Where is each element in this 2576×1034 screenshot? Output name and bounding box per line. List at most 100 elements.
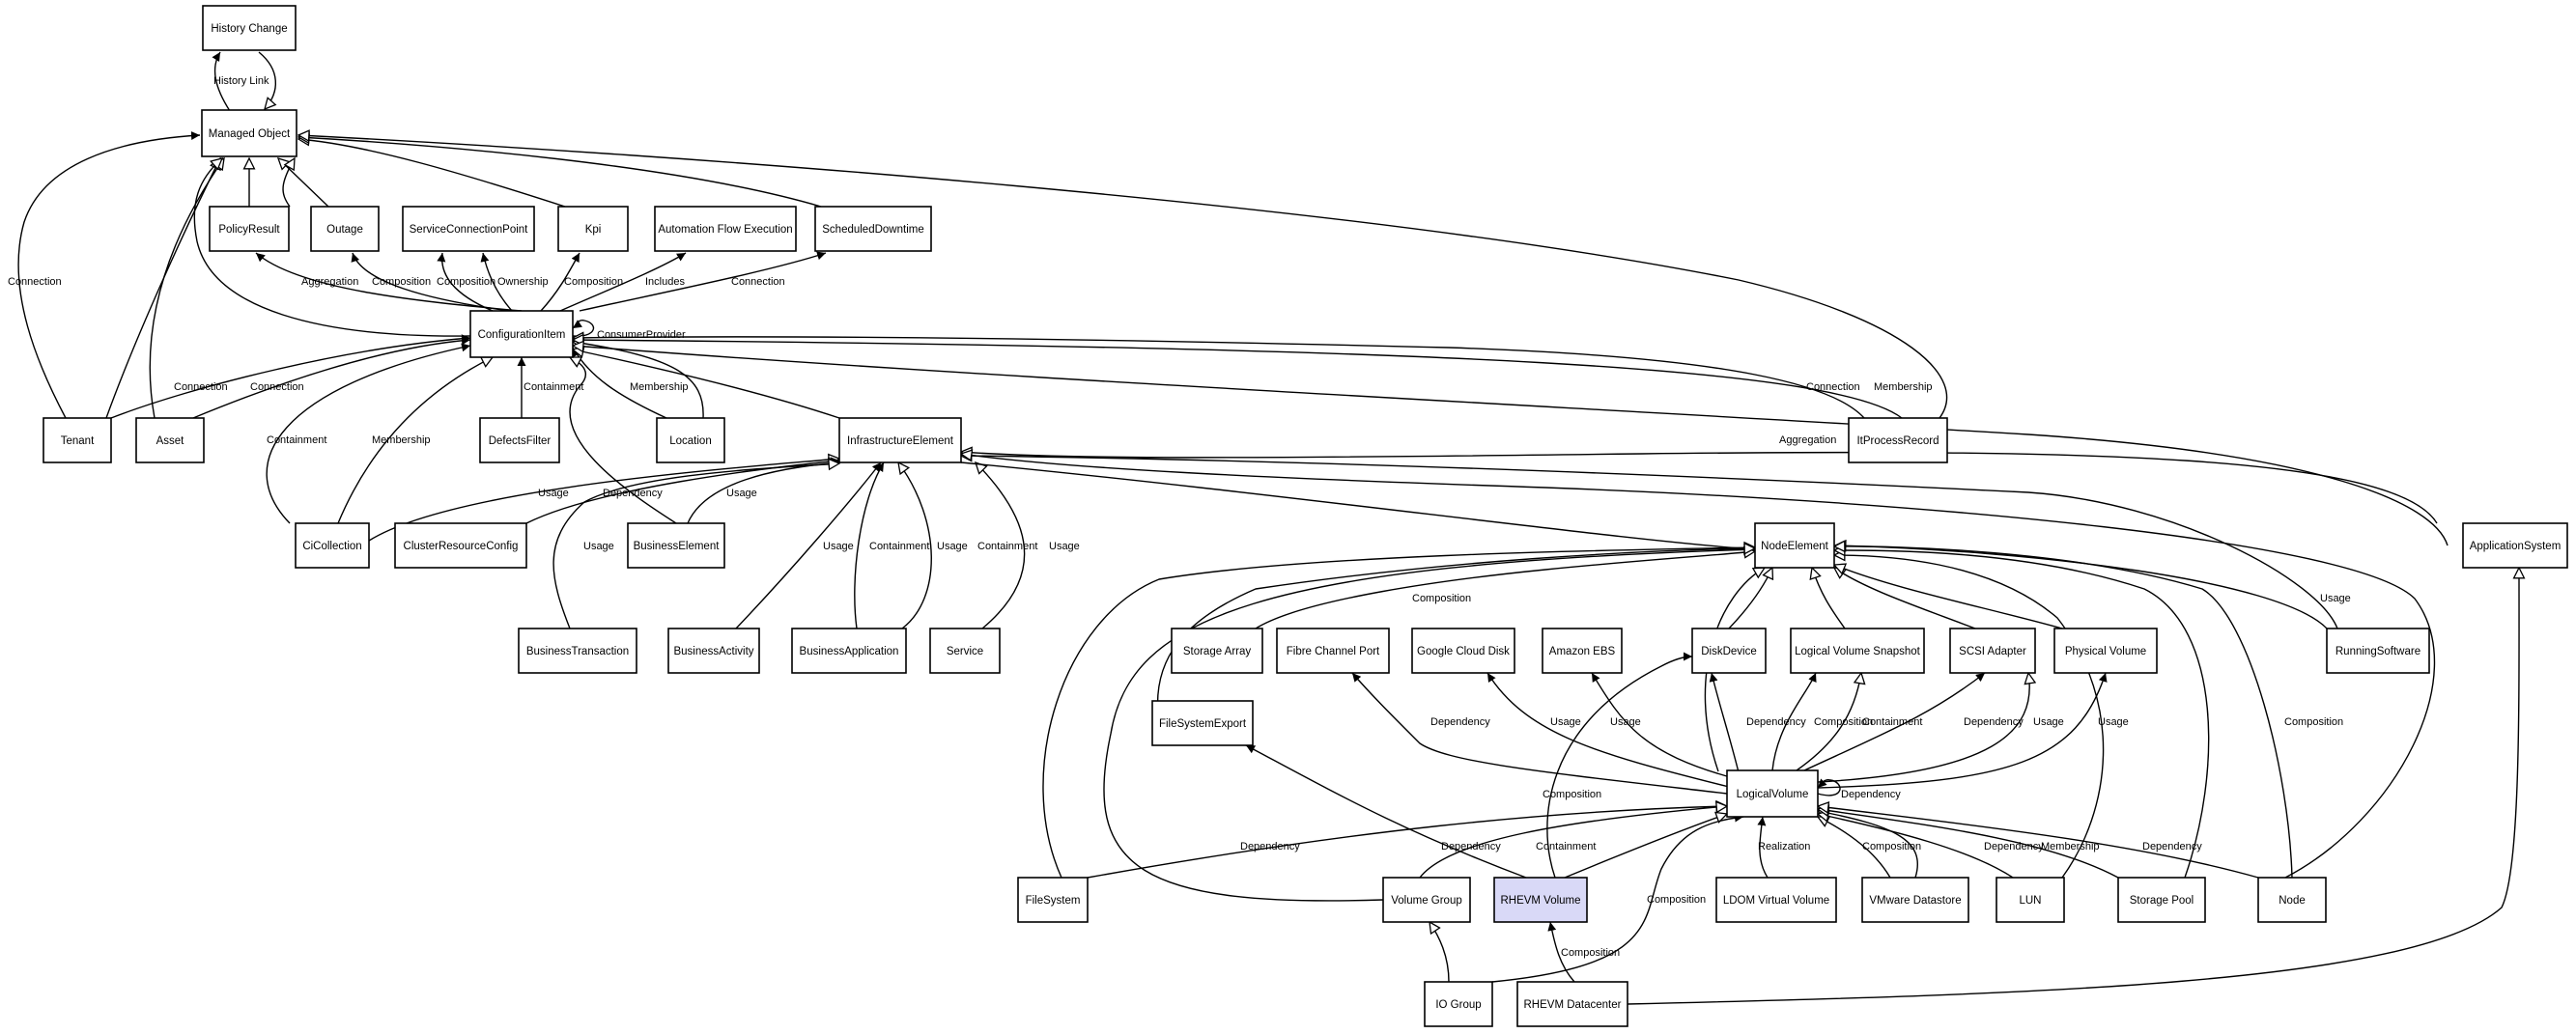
edge-label-usage: Usage xyxy=(937,541,968,552)
node-managed-object[interactable]: Managed Object xyxy=(201,109,297,157)
node-rhevm-datacenter[interactable]: RHEVM Datacenter xyxy=(1516,981,1628,1027)
association-edge xyxy=(1245,744,1527,879)
node-label: DefectsFilter xyxy=(489,435,552,447)
node-box xyxy=(479,417,560,463)
inheritance-edge xyxy=(552,463,839,629)
edge-label-dependency: Dependency xyxy=(1240,841,1300,852)
node-fibre-channel-port[interactable]: Fibre Channel Port xyxy=(1276,628,1390,674)
node-business-application[interactable]: BusinessApplication xyxy=(791,628,907,674)
node-application-system[interactable]: ApplicationSystem xyxy=(2462,522,2568,569)
association-edge xyxy=(351,252,510,312)
node-box xyxy=(667,628,760,674)
node-label: BusinessActivity xyxy=(673,646,753,657)
node-scsi-adapter[interactable]: SCSI Adapter xyxy=(1949,628,2036,674)
inheritance-edge xyxy=(337,357,493,524)
node-vmware-datastore[interactable]: VMware Datastore xyxy=(1861,877,1969,923)
association-edge xyxy=(1486,672,1730,788)
node-storage-array[interactable]: Storage Array xyxy=(1171,628,1263,674)
inheritance-edge xyxy=(258,51,275,109)
edge-label-dependency: Dependency xyxy=(1984,841,2044,852)
edge-label-containment: Containment xyxy=(977,541,1037,552)
node-box xyxy=(1949,628,2036,674)
association-edge xyxy=(17,131,201,419)
node-history-change[interactable]: History Change xyxy=(202,5,297,51)
inheritance-edge xyxy=(1419,806,1727,879)
node-node[interactable]: Node xyxy=(2257,877,2327,923)
node-physical-volume[interactable]: Physical Volume xyxy=(2053,628,2158,674)
node-box xyxy=(1754,522,1835,569)
node-automation-flow-execution[interactable]: Automation Flow Execution xyxy=(654,206,797,252)
inheritance-edge xyxy=(193,158,471,337)
node-business-activity[interactable]: BusinessActivity xyxy=(667,628,760,674)
inheritance-edge xyxy=(1627,568,2519,1005)
node-tenant[interactable]: Tenant xyxy=(42,417,112,463)
node-service[interactable]: Service xyxy=(929,628,1001,674)
node-infrastructure-element[interactable]: InfrastructureElement xyxy=(838,417,962,463)
node-configuration-item[interactable]: ConfigurationItem xyxy=(469,310,574,358)
edge-label-composition: Composition xyxy=(1814,716,1873,728)
node-business-element[interactable]: BusinessElement xyxy=(627,522,725,569)
node-lun[interactable]: LUN xyxy=(1996,877,2065,923)
node-ci-collection[interactable]: CiCollection xyxy=(295,522,370,569)
edge-label-composition: Composition xyxy=(1561,947,1620,959)
node-disk-device[interactable]: DiskDevice xyxy=(1691,628,1767,674)
edge-label-composition: Composition xyxy=(372,276,431,288)
node-label: Storage Array xyxy=(1183,646,1252,657)
node-label: Node xyxy=(2279,895,2306,907)
node-label: InfrastructureElement xyxy=(847,435,954,447)
node-label: Tenant xyxy=(61,435,95,447)
node-volume-group[interactable]: Volume Group xyxy=(1382,877,1471,923)
node-rhevm-volume[interactable]: RHEVM Volume xyxy=(1493,877,1588,923)
node-file-system[interactable]: FileSystem xyxy=(1017,877,1089,923)
node-service-connection-point[interactable]: ServiceConnectionPoint xyxy=(402,206,535,252)
node-outage[interactable]: Outage xyxy=(310,206,380,252)
inheritance-edge xyxy=(573,346,2449,546)
node-defects-filter[interactable]: DefectsFilter xyxy=(479,417,560,463)
node-running-software[interactable]: RunningSoftware xyxy=(2326,628,2430,674)
node-box xyxy=(1276,628,1390,674)
node-file-system-export[interactable]: FileSystemExport xyxy=(1151,700,1254,746)
node-amazon-ebs[interactable]: Amazon EBS xyxy=(1542,628,1623,674)
inheritance-edge xyxy=(1818,809,2119,879)
node-ldom-virtual-volume[interactable]: LDOM Virtual Volume xyxy=(1715,877,1837,923)
node-box xyxy=(2326,628,2430,674)
node-io-group[interactable]: IO Group xyxy=(1424,981,1493,1027)
association-edge xyxy=(266,343,471,524)
node-scheduled-downtime[interactable]: ScheduledDowntime xyxy=(814,206,932,252)
node-label: Amazon EBS xyxy=(1549,646,1616,657)
edge-label-membership: Membership xyxy=(372,434,431,446)
inheritance-edge xyxy=(1818,811,1918,879)
edge-label-composition: Composition xyxy=(1647,894,1706,906)
inheritance-edge xyxy=(368,459,839,542)
association-edge xyxy=(1351,672,1728,795)
node-box xyxy=(557,206,629,252)
node-it-process-record[interactable]: ItProcessRecord xyxy=(1848,417,1948,463)
inheritance-edge xyxy=(298,135,1948,419)
node-box xyxy=(2053,628,2158,674)
node-box xyxy=(1382,877,1471,923)
association-edge xyxy=(1591,672,1735,779)
node-node-element[interactable]: NodeElement xyxy=(1754,522,1835,569)
edge-label-composition: Composition xyxy=(1412,593,1471,604)
edge-label-aggregation: Aggregation xyxy=(301,276,358,288)
edge-label-usage: Usage xyxy=(726,488,757,499)
association-edge xyxy=(1817,778,1841,796)
node-cluster-resource-config[interactable]: ClusterResourceConfig xyxy=(394,522,527,569)
node-location[interactable]: Location xyxy=(656,417,725,463)
node-box xyxy=(627,522,725,569)
node-asset[interactable]: Asset xyxy=(135,417,205,463)
association-edge xyxy=(212,51,231,112)
inheritance-edge xyxy=(1255,551,1755,629)
node-storage-pool[interactable]: Storage Pool xyxy=(2117,877,2206,923)
node-google-cloud-disk[interactable]: Google Cloud Disk xyxy=(1411,628,1515,674)
association-edge xyxy=(540,252,580,312)
node-logical-volume[interactable]: LogicalVolume xyxy=(1726,769,1819,818)
node-logical-volume-snapshot[interactable]: Logical Volume Snapshot xyxy=(1790,628,1925,674)
node-business-transaction[interactable]: BusinessTransaction xyxy=(518,628,637,674)
inheritance-edge xyxy=(1818,814,2014,879)
edge-label-composition: Composition xyxy=(437,276,495,288)
node-policy-result[interactable]: PolicyResult xyxy=(209,206,290,252)
node-kpi[interactable]: Kpi xyxy=(557,206,629,252)
node-label: Managed Object xyxy=(209,128,291,140)
node-box xyxy=(654,206,797,252)
